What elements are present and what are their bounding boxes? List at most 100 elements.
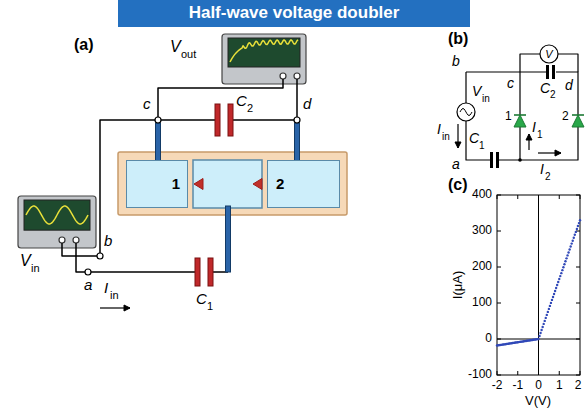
diode-triangle (194, 179, 203, 190)
wire (558, 54, 578, 72)
zero-line (497, 339, 580, 340)
circuit-label: C (236, 93, 247, 110)
circuit-label: d (303, 96, 311, 113)
data-point (555, 287, 557, 289)
tick (538, 371, 539, 375)
terminal (155, 117, 161, 123)
axis-label: 100 (472, 296, 492, 309)
circuit-label: d (565, 78, 573, 93)
tick (497, 303, 501, 304)
circuit-label: (c) (448, 176, 468, 194)
output-oscilloscope-screen (228, 38, 300, 67)
data-point (563, 263, 565, 265)
tick (576, 195, 580, 196)
electrode (156, 123, 161, 162)
data-point (574, 234, 576, 236)
circuit-label: I (540, 162, 544, 177)
plot-frame (497, 195, 580, 375)
diode-chip (118, 152, 347, 215)
middle-pad (193, 160, 262, 208)
data-point (566, 254, 568, 256)
tick (497, 195, 498, 199)
data-point (553, 293, 555, 295)
wire (233, 119, 294, 121)
circuit-label: b (452, 54, 460, 69)
scope-terminal (280, 73, 286, 79)
diode-bar (514, 114, 526, 116)
capacitor-c2 (552, 65, 555, 79)
axis-label: 1 (556, 379, 563, 392)
data-point (564, 260, 566, 262)
data-point (539, 332, 541, 334)
data-point (577, 225, 579, 227)
data-point (575, 231, 577, 233)
wire-gap (549, 72, 552, 73)
scope-terminal (59, 237, 65, 243)
input-trace (26, 206, 88, 224)
circuit-label: c (143, 96, 151, 113)
pad-number: 2 (276, 176, 284, 193)
data-point (548, 308, 550, 310)
circuit-label: 2 (562, 110, 569, 123)
voltmeter-circle (540, 45, 558, 63)
axis-label: 200 (472, 260, 492, 273)
circuit-label: a (452, 157, 460, 172)
axis-label: 0 (535, 379, 542, 392)
circuit-label: (a) (74, 36, 94, 54)
scope-terminal (294, 73, 300, 79)
circuit-label: out (181, 48, 196, 60)
tick (576, 339, 580, 340)
tick (576, 303, 580, 304)
tick (497, 375, 501, 376)
data-point (551, 299, 553, 301)
data-point (544, 320, 546, 322)
terminal (85, 269, 91, 275)
circuit-label: I (437, 122, 441, 137)
circuit-label: I (532, 120, 536, 135)
tick (580, 371, 581, 375)
diode-1 (514, 115, 526, 127)
output-oscilloscope (222, 34, 306, 84)
circuit-label: 1 (479, 140, 485, 151)
output-trace (230, 40, 298, 62)
current-arrow-head (555, 150, 561, 156)
wire (161, 119, 215, 121)
axis-label: 2 (575, 379, 582, 392)
axis-label: 300 (472, 224, 492, 237)
tick (497, 371, 498, 375)
wire (91, 271, 195, 273)
tick (517, 195, 518, 199)
circuit-label: 2 (545, 171, 551, 182)
circuit-label: 1 (537, 129, 543, 140)
data-point (546, 314, 548, 316)
data-point (568, 248, 570, 250)
voltmeter-symbol: V (545, 48, 552, 60)
current-arrow-head (455, 142, 461, 148)
data-point (579, 219, 581, 221)
circuit-label: C (469, 131, 479, 146)
data-point (538, 335, 540, 337)
circuit-label: in (442, 131, 450, 142)
wire (62, 243, 97, 256)
data-point (540, 329, 542, 331)
circuit-label: 2 (550, 89, 556, 100)
terminal (294, 117, 300, 123)
data-point (562, 266, 564, 268)
diode-bar (572, 114, 584, 116)
data-point (542, 323, 544, 325)
title-banner: Half-wave voltage doubler (118, 0, 470, 27)
circuit-label: V (20, 252, 31, 270)
input-oscilloscope (18, 196, 96, 248)
wire (499, 127, 578, 160)
axis-label: -100 (468, 368, 492, 381)
circuit-label: 2 (247, 102, 253, 114)
ac-source (457, 103, 475, 121)
wire (76, 243, 85, 272)
axis-label: 0 (485, 332, 492, 345)
tick (497, 195, 501, 196)
tick (497, 267, 501, 268)
data-point (554, 290, 556, 292)
data-point (560, 272, 562, 274)
wire (519, 127, 520, 160)
